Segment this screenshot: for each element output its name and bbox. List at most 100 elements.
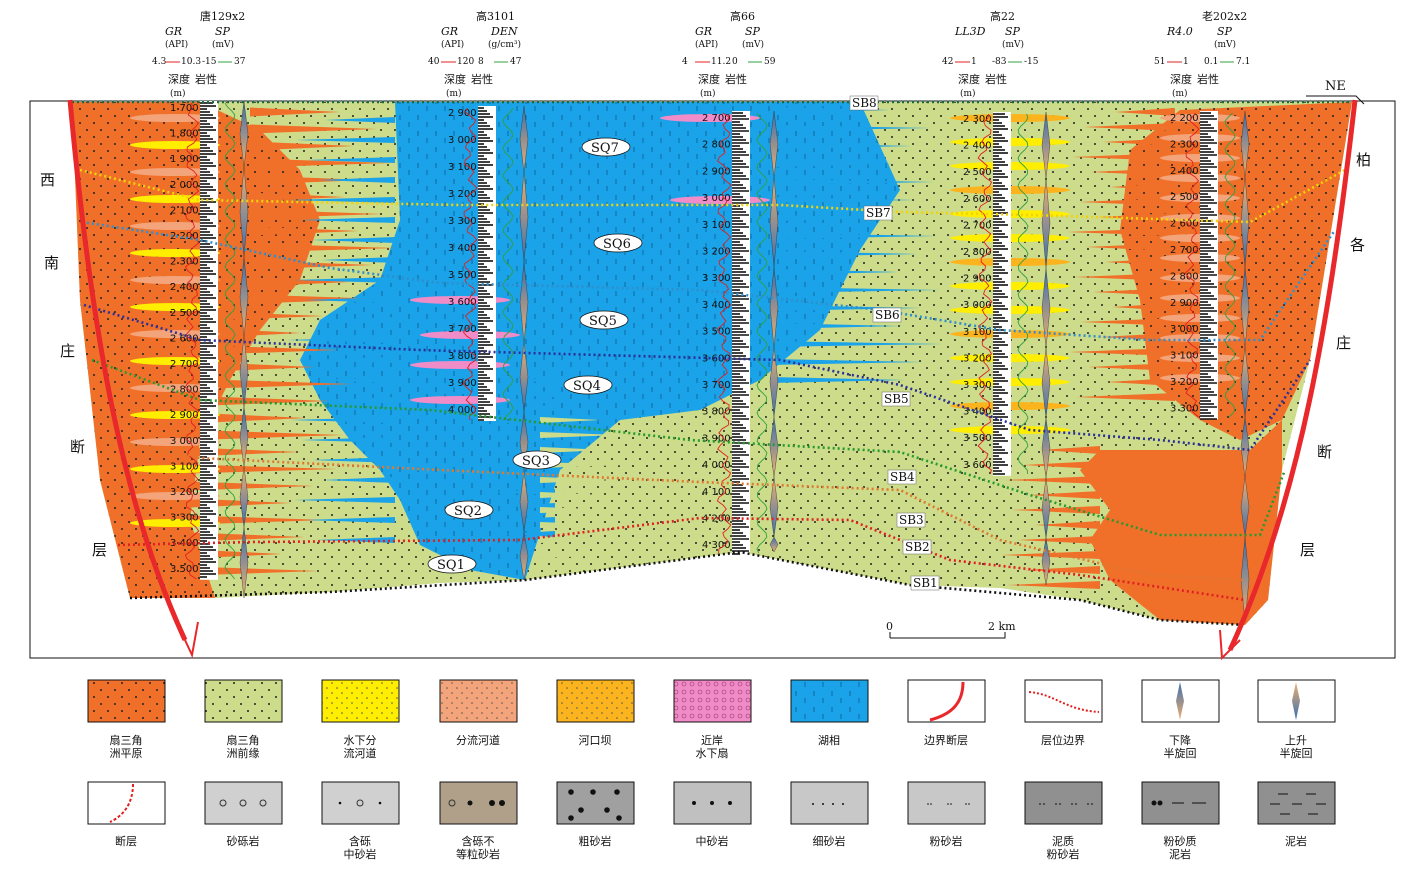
legend-label: 上升半旋回 — [1280, 734, 1313, 760]
depth-tick: 3 400 — [702, 300, 731, 311]
legend-item: 下降半旋回 — [1141, 679, 1220, 760]
facies-wedge — [250, 175, 368, 185]
depth-tick: 2 000 — [170, 180, 199, 191]
log2-unit: (g/cm³) — [488, 39, 521, 50]
facies-wedge — [1107, 378, 1175, 386]
legend-swatch — [321, 679, 400, 723]
legend-label: 泥质粉砂岩 — [1047, 835, 1080, 861]
facies-wedge — [190, 515, 328, 525]
depth-tick: 2 500 — [170, 308, 199, 319]
log2-max: 7.1 — [1236, 57, 1250, 67]
depth-tick: 2 800 — [1170, 271, 1199, 282]
depth-tick: 2 200 — [1170, 113, 1199, 124]
depth-tick: 2 700 — [963, 220, 992, 231]
legend-label: 分流河道 — [456, 733, 500, 747]
legend-item: 河口坝 — [556, 679, 635, 747]
fault-name-char: 层 — [1300, 541, 1315, 559]
legend-item: 扇三角洲前缘 — [204, 679, 283, 760]
depth-tick: 4 000 — [448, 405, 477, 416]
depth-tick: 3 000 — [170, 436, 199, 447]
depth-tick: 3 100 — [170, 461, 199, 472]
depth-tick: 1 700 — [170, 103, 199, 114]
log1-curve — [716, 112, 732, 554]
sequence-label: SQ1 — [437, 558, 465, 573]
facies-wedge — [1040, 446, 1100, 454]
log2-name: SP — [215, 25, 231, 38]
facies-wedge — [770, 215, 896, 221]
boundary-label: SB2 — [905, 540, 930, 554]
log1-min: 4 — [682, 57, 688, 67]
legend-label: 湖相 — [818, 734, 840, 747]
fault-name-char: 层 — [92, 541, 107, 559]
facies-wedge — [540, 507, 624, 513]
depth-tick: 4 300 — [702, 540, 731, 551]
facies-wedge — [250, 141, 354, 151]
depth-tick: 2 600 — [170, 333, 199, 344]
legend-item: 扇三角洲平原 — [87, 679, 166, 760]
left-boundary-fault — [67, 99, 188, 642]
depth-tick: 2 900 — [170, 410, 199, 421]
facies-wedge — [315, 317, 395, 323]
channel-bar — [130, 195, 220, 203]
legend-swatch — [556, 679, 635, 723]
facies-wedge — [316, 537, 395, 543]
legend-label: 细砂岩 — [813, 834, 846, 848]
right-boundary-fault — [1227, 99, 1358, 652]
right-fan-plain-lower — [1080, 420, 1282, 625]
log2-curve — [1224, 112, 1236, 418]
facies-wedge — [1112, 303, 1175, 311]
sb-label-bg — [896, 512, 926, 528]
depth-tick: 3 800 — [448, 351, 477, 362]
facies-wedge — [290, 417, 395, 423]
legend-item: 粉砂质泥岩 — [1141, 781, 1220, 861]
depth-tick: 3 100 — [448, 162, 477, 173]
log2-curve — [502, 107, 514, 421]
facies-wedge — [190, 532, 305, 542]
log2-max: 37 — [234, 57, 246, 67]
depth-tick: 4 200 — [702, 514, 731, 525]
depth-tick: 3 300 — [448, 216, 477, 227]
boundary-label: SB3 — [899, 513, 924, 527]
legend-label: 层位边界 — [1041, 733, 1085, 747]
direction-label: NE — [1325, 79, 1346, 94]
log1-curve — [462, 107, 478, 421]
log2-min: -83 — [992, 57, 1007, 67]
facies-wedge — [250, 107, 340, 117]
direction-arrow — [1306, 95, 1365, 105]
depth-tick: 2 700 — [1170, 245, 1199, 256]
depth-tick: 2 900 — [963, 274, 992, 285]
facies-wedge — [1006, 476, 1100, 484]
log1-min: 51 — [1154, 57, 1165, 67]
depth-tick: 2 500 — [963, 167, 992, 178]
cycle-spindle — [239, 526, 249, 599]
log1-min: 42 — [942, 57, 953, 67]
boundary-label: SB8 — [852, 96, 877, 110]
legend-item: 含砾不等粒砂岩 — [439, 781, 518, 861]
log1-max: 11.2 — [711, 57, 731, 67]
sequence-label: SQ6 — [603, 237, 631, 252]
boundary-label: SB1 — [913, 576, 938, 590]
log2-min: 0 — [732, 57, 738, 67]
depth-header: 深度 — [444, 72, 466, 86]
facies-wedge — [250, 124, 377, 134]
facies-wedge — [540, 477, 616, 483]
channel-bar — [130, 222, 220, 230]
well-name: 高22 — [990, 9, 1015, 23]
depth-tick: 3 100 — [963, 327, 992, 338]
log1-max: 120 — [457, 57, 474, 67]
legend-swatch — [1024, 781, 1103, 825]
facies-wedge — [1103, 138, 1175, 146]
log1-curve — [184, 102, 200, 580]
depth-tick: 2 800 — [702, 140, 731, 151]
depth-tick: 2 300 — [170, 257, 199, 268]
log1-min: 4.3 — [152, 57, 167, 67]
facies-wedge — [250, 226, 359, 236]
depth-unit: (m) — [170, 88, 186, 99]
log1-max: 10.3 — [181, 57, 201, 67]
legend-item: 泥质粉砂岩 — [1024, 781, 1103, 861]
log1-name: R4.0 — [1166, 25, 1193, 38]
depth-header: 深度 — [698, 72, 720, 86]
boundary-label: SB7 — [866, 206, 891, 220]
depth-tick: 3 500 — [963, 433, 992, 444]
facies-wedge — [770, 323, 902, 329]
